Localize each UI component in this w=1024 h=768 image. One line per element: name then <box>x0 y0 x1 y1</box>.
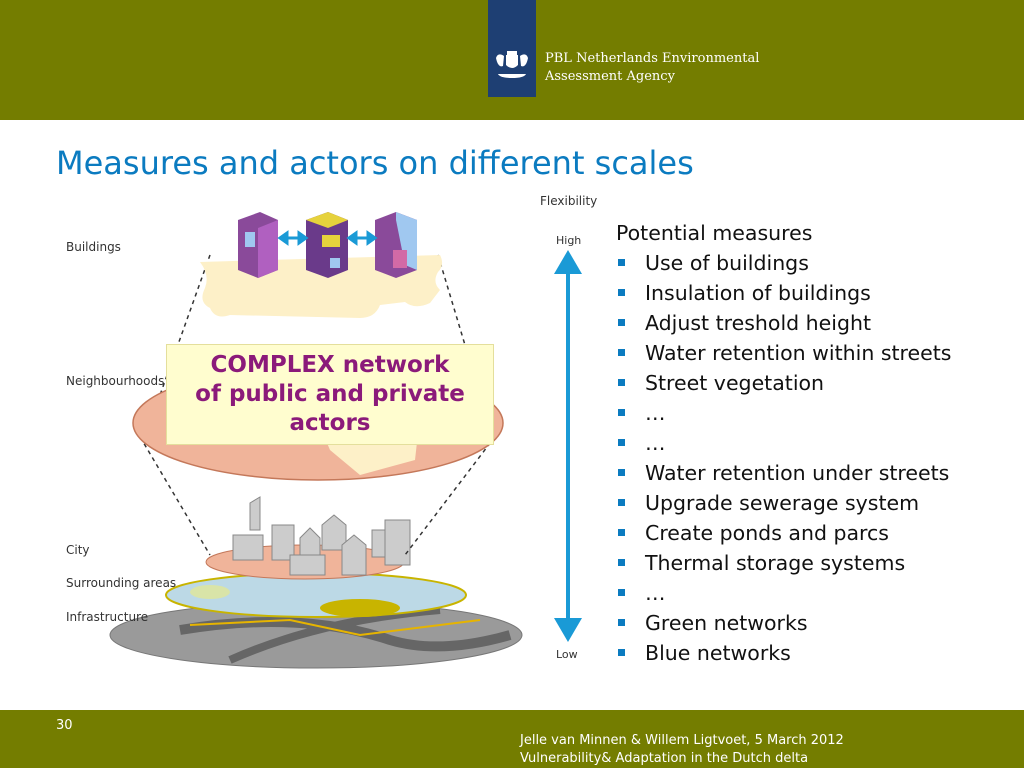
page-number: 30 <box>56 718 73 733</box>
flexibility-arrow <box>554 250 582 642</box>
scale-label-neighbourhoods: Neighbourhoods <box>66 374 165 388</box>
measures-heading: Potential measures <box>616 221 813 245</box>
measures-list: Potential measures Use of buildings Insu… <box>616 220 1016 670</box>
footer-bar: 30 Jelle van Minnen & Willem Ligtvoet, 5… <box>0 710 1024 768</box>
square-bullet-icon <box>618 649 625 656</box>
square-bullet-icon <box>618 469 625 476</box>
square-bullet-icon <box>618 259 625 266</box>
square-bullet-icon <box>618 349 625 356</box>
list-item: Green networks <box>616 610 1016 640</box>
callout-line2: of public and private <box>195 381 465 407</box>
agency-name: PBL Netherlands Environmental Assessment… <box>545 50 759 86</box>
list-item: … <box>616 430 1016 460</box>
scale-label-buildings: Buildings <box>66 240 121 254</box>
list-item: Insulation of buildings <box>616 280 1016 310</box>
netherlands-coat-of-arms-icon <box>496 51 528 78</box>
callout-line3: actors <box>289 410 371 436</box>
list-item: Create ponds and parcs <box>616 520 1016 550</box>
square-bullet-icon <box>618 619 625 626</box>
building-blocks <box>238 212 417 278</box>
square-bullet-icon <box>618 499 625 506</box>
scale-label-infrastructure: Infrastructure <box>66 610 149 624</box>
high-label: High <box>556 234 582 247</box>
square-bullet-icon <box>618 319 625 326</box>
credit-line1: Jelle van Minnen & Willem Ligtvoet, 5 Ma… <box>520 733 844 748</box>
list-item: … <box>616 580 1016 610</box>
logo-block <box>488 0 536 97</box>
flexibility-label: Flexibility <box>540 194 598 208</box>
square-bullet-icon <box>618 379 625 386</box>
square-bullet-icon <box>618 559 625 566</box>
agency-name-line2: Assessment Agency <box>545 69 675 84</box>
header-bar: PBL Netherlands Environmental Assessment… <box>0 0 1024 120</box>
scale-label-city: City <box>66 543 90 557</box>
list-item: Thermal storage systems <box>616 550 1016 580</box>
square-bullet-icon <box>618 589 625 596</box>
low-label: Low <box>556 648 578 661</box>
list-item: Blue networks <box>616 640 1016 670</box>
scale-label-surrounding-areas: Surrounding areas <box>66 576 177 590</box>
list-item: Adjust treshold height <box>616 310 1016 340</box>
square-bullet-icon <box>618 289 625 296</box>
connector-arrows <box>277 230 378 246</box>
list-item: Water retention within streets <box>616 340 1016 370</box>
list-item: Upgrade sewerage system <box>616 490 1016 520</box>
agency-name-line1: PBL Netherlands Environmental <box>545 51 760 66</box>
list-item: Water retention under streets <box>616 460 1016 490</box>
complex-network-callout: COMPLEX network of public and private ac… <box>166 344 494 445</box>
callout-line1: COMPLEX network <box>210 352 450 378</box>
square-bullet-icon <box>618 529 625 536</box>
slide-title: Measures and actors on different scales <box>56 144 694 182</box>
city-buildings <box>232 496 411 576</box>
list-item: Street vegetation <box>616 370 1016 400</box>
credit-line2: Vulnerability& Adaptation in the Dutch d… <box>520 751 809 766</box>
list-item: … <box>616 400 1016 430</box>
square-bullet-icon <box>618 409 625 416</box>
square-bullet-icon <box>618 439 625 446</box>
list-item: Use of buildings <box>616 250 1016 280</box>
footer-credits: Jelle van Minnen & Willem Ligtvoet, 5 Ma… <box>520 732 844 768</box>
